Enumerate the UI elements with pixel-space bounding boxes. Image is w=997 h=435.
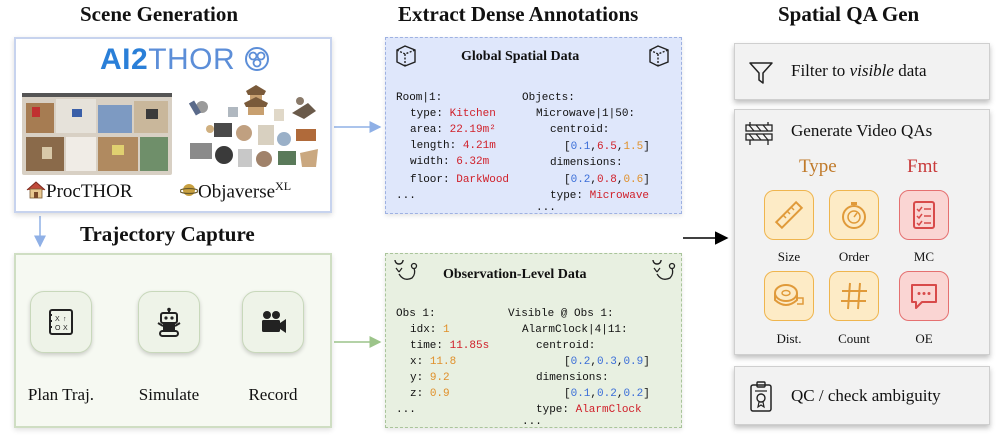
cube-icon — [649, 45, 669, 67]
order-label: Order — [838, 249, 870, 264]
route-pin-icon — [652, 260, 676, 280]
trajectory-capture-panel: X ↑ O X Plan Traj. Simulate Record — [14, 253, 332, 428]
size-label: Size — [777, 249, 801, 264]
object-name: Microwave|1|50: — [536, 108, 636, 120]
funnel-icon — [749, 62, 773, 84]
visible-dimensions-key: dimensions: — [536, 372, 609, 384]
stopwatch-icon — [842, 202, 866, 229]
record-tile — [242, 291, 304, 353]
room-type: type: Kitchen — [410, 108, 496, 120]
object-centroid-key: centroid: — [550, 124, 610, 136]
ruler-icon — [774, 200, 804, 230]
video-camera-icon — [262, 311, 286, 333]
room-more: ... — [396, 190, 416, 202]
filter-panel: Filter to visible data — [734, 43, 990, 100]
room-header: Room|1: — [396, 92, 443, 104]
robot-icon — [157, 307, 181, 337]
procthor-house-renders — [22, 93, 172, 175]
trajectory-capture-title: Trajectory Capture — [80, 222, 255, 246]
plan-trajectory-label: Plan Traj. — [27, 385, 95, 404]
obs-x: x: 11.8 — [410, 356, 457, 368]
obs-header: Obs 1: — [396, 308, 436, 320]
visible-centroid-key: centroid: — [536, 340, 596, 352]
svg-text:X: X — [63, 325, 68, 332]
object-dimensions-key: dimensions: — [550, 157, 623, 169]
global-spatial-data-panel: Global Spatial Data Room|1: type: Kitche… — [385, 37, 682, 214]
visible-header: Visible @ Obs 1: — [508, 308, 614, 320]
svg-text:X: X — [55, 316, 60, 323]
qc-label: QC / check ambiguity — [791, 386, 941, 405]
tape-measure-icon — [774, 284, 804, 306]
visible-centroid: [0.2,0.3,0.9] — [564, 356, 650, 368]
fmt-header: Fmt — [907, 156, 938, 177]
order-tile — [829, 190, 879, 240]
object-dimensions: [0.2,0.8,0.6] — [564, 174, 650, 186]
cube-icon — [396, 45, 416, 67]
filter-label: Filter to visible data — [791, 61, 927, 80]
objaverse-caption: ObjaverseXL — [179, 179, 291, 203]
ai2thor-logo: AI2THOR — [100, 43, 270, 77]
barrier-icon — [745, 122, 773, 145]
simulate-label: Simulate — [138, 385, 200, 404]
count-tile — [829, 271, 879, 321]
visible-dimensions: [0.1,0.2,0.2] — [564, 388, 650, 400]
simulate-tile — [138, 291, 200, 353]
mc-label: MC — [913, 249, 935, 264]
obs-more: ... — [396, 404, 416, 416]
room-floor: floor: DarkWood — [410, 174, 510, 186]
hash-icon — [841, 282, 867, 310]
object-type: type: Microwave — [550, 190, 650, 202]
room-length: length: 4.21m — [410, 140, 496, 152]
type-header: Type — [799, 156, 837, 177]
spatial-qa-gen-title: Spatial QA Gen — [778, 2, 920, 26]
planet-icon — [179, 184, 199, 197]
obs-time: time: 11.85s — [410, 340, 490, 352]
object-centroid: [0.1,6.5,1.5] — [564, 141, 650, 153]
checklist-icon — [913, 201, 935, 229]
svg-text:O: O — [55, 325, 61, 332]
objaverse-objects-collage — [184, 83, 324, 175]
svg-text:↑: ↑ — [63, 316, 67, 323]
room-area: area: 22.19m² — [410, 124, 496, 136]
chat-bubble-icon — [911, 284, 937, 309]
scene-generation-title: Scene Generation — [80, 2, 239, 26]
obs-z: z: 0.9 — [410, 388, 450, 400]
count-label: Count — [838, 331, 870, 346]
obs-idx: idx: 1 — [410, 324, 450, 336]
record-label: Record — [248, 385, 298, 404]
oe-tile — [899, 271, 949, 321]
objects-more: ... — [536, 202, 556, 214]
plan-trajectory-icon: X ↑ O X — [49, 309, 73, 335]
procthor-caption: ProcTHOR — [26, 179, 133, 203]
ai2thor-logo-mark — [245, 47, 270, 71]
observation-level-data-panel: Observation-Level Data Obs 1: idx: 1 tim… — [385, 253, 682, 428]
obs-y: y: 9.2 — [410, 372, 450, 384]
generate-qa-panel: Generate Video QAs Type Fmt Size Order — [734, 109, 990, 355]
extract-annotations-title: Extract Dense Annotations — [398, 2, 639, 26]
objects-header: Objects: — [522, 92, 575, 104]
visible-object-name: AlarmClock|4|11: — [522, 324, 628, 336]
observation-level-data-title: Observation-Level Data — [443, 267, 587, 282]
qc-panel: QC / check ambiguity — [734, 366, 990, 425]
room-width: width: 6.32m — [410, 156, 490, 168]
global-spatial-data-title: Global Spatial Data — [461, 49, 580, 64]
certificate-icon — [750, 381, 772, 412]
house-icon — [26, 181, 46, 199]
oe-label: OE — [915, 331, 933, 346]
plan-trajectory-tile: X ↑ O X — [30, 291, 92, 353]
route-pin-icon — [394, 260, 418, 280]
scene-generation-panel: AI2THOR — [14, 37, 332, 213]
visible-more: ... — [522, 416, 542, 428]
visible-type: type: AlarmClock — [536, 404, 642, 416]
generate-qa-label: Generate Video QAs — [791, 121, 933, 140]
distance-label: Dist. — [776, 331, 802, 346]
mc-tile — [899, 190, 949, 240]
distance-tile — [764, 271, 814, 321]
size-tile — [764, 190, 814, 240]
